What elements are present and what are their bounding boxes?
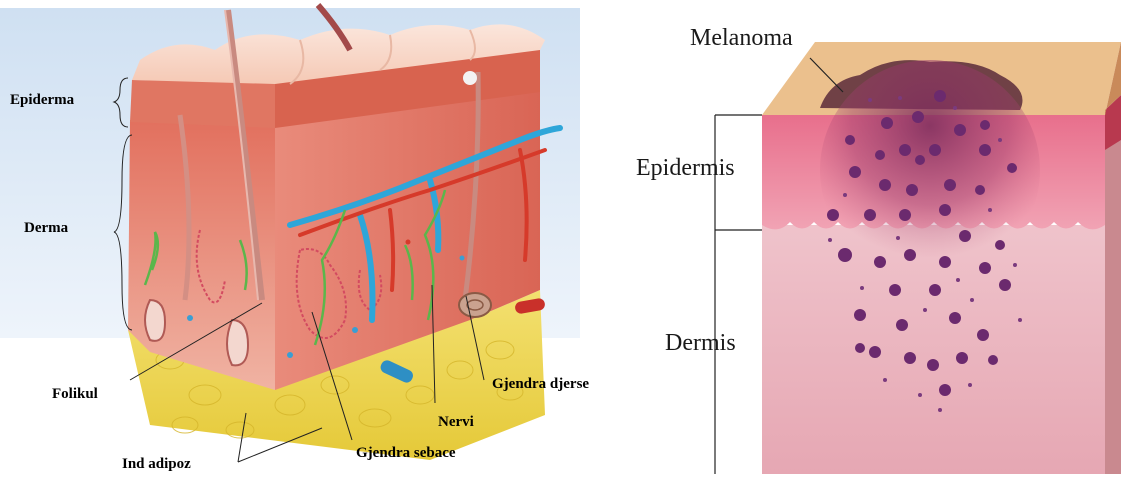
label-nervi: Nervi: [438, 414, 474, 431]
label-gjendra-sebace: Gjendra sebace: [356, 445, 456, 462]
label-derma: Derma: [24, 220, 68, 237]
right-dermis-side: [1105, 130, 1121, 474]
label-melanoma: Melanoma: [690, 25, 793, 52]
epidermis-front: [130, 80, 275, 128]
label-epidermis: Epidermis: [636, 155, 735, 182]
label-dermis: Dermis: [665, 330, 736, 357]
sweat-gland-coil: [459, 293, 491, 317]
label-gjendra-djerse: Gjendra djerse: [492, 376, 589, 393]
hair-tip: [463, 71, 477, 85]
label-ind-adipoz: Ind adipoz: [122, 456, 191, 473]
melanoma-cross-section: [715, 42, 1121, 474]
label-folikul: Folikul: [52, 386, 98, 403]
label-epiderma: Epiderma: [10, 92, 74, 109]
